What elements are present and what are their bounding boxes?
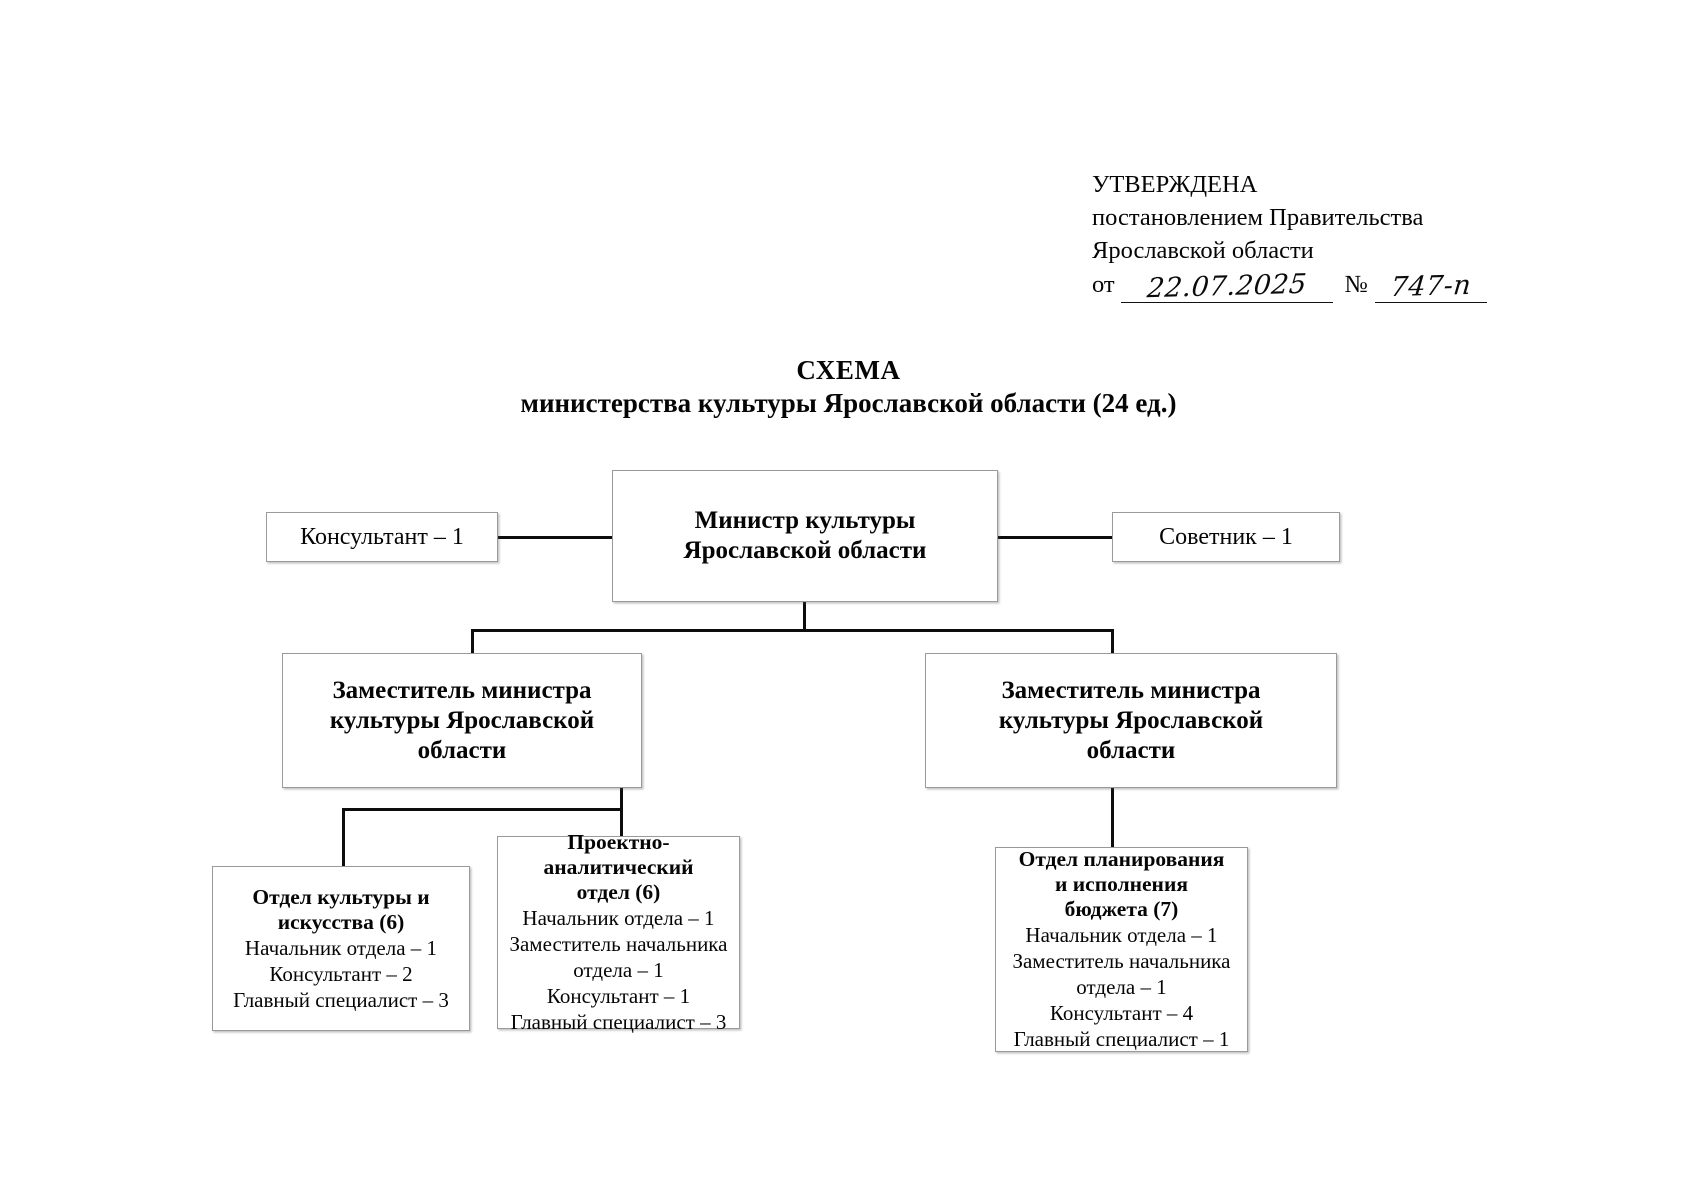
node-minister-line-2: Ярославской области: [683, 537, 927, 564]
node-dept-project-role-4: Главный специалист – 3: [510, 1010, 727, 1034]
number-handwritten-value: 747-п: [1389, 269, 1473, 304]
node-dept-budget-role-3: Консультант – 4: [1049, 1001, 1194, 1025]
node-dept-budget-line-3: бюджета (7): [1064, 897, 1179, 921]
node-deputy-2-line-1: Заместитель министра: [1001, 676, 1261, 704]
node-deputy-2-line-2: культуры Ярославской: [998, 706, 1264, 734]
edge-deputy-1-bus: [342, 808, 622, 811]
node-dept-culture-role-1: Начальник отдела – 1: [244, 935, 438, 960]
node-minister[interactable]: Министр культуры Ярославской области: [612, 470, 998, 602]
date-field[interactable]: 22.07.2025: [1120, 268, 1333, 305]
page-title: СХЕМА: [796, 355, 901, 385]
node-deputy-1-line-1: Заместитель министра: [332, 676, 592, 704]
edge-minister-bus: [471, 629, 1113, 632]
node-dept-project-line-3: отдел (6): [576, 880, 661, 904]
node-consultant[interactable]: Консультант – 1: [266, 512, 498, 562]
edge-to-deputy-2: [1111, 629, 1114, 655]
approval-date-row: от 22.07.2025 № 747-п: [1092, 268, 1522, 305]
node-department-budget[interactable]: Отдел планирования и исполнения бюджета …: [995, 847, 1248, 1052]
node-deputy-minister-1[interactable]: Заместитель министра культуры Ярославско…: [282, 653, 642, 788]
number-label: №: [1344, 271, 1369, 298]
node-dept-budget-line-1: Отдел планирования: [1018, 847, 1225, 871]
node-minister-line-1: Министр культуры: [694, 507, 916, 534]
node-deputy-minister-2[interactable]: Заместитель министра культуры Ярославско…: [925, 653, 1337, 788]
approval-line-1: УТВЕРЖДЕНА: [1092, 171, 1258, 198]
date-handwritten-value: 22.07.2025: [1145, 268, 1308, 305]
node-dept-culture-role-2: Консультант – 2: [269, 961, 413, 986]
node-dept-project-line-2: аналитический: [543, 855, 694, 879]
node-dept-culture-line-2: искусства (6): [277, 909, 405, 934]
node-advisor[interactable]: Советник – 1: [1112, 512, 1340, 562]
edge-to-dept-culture: [342, 808, 345, 868]
node-dept-project-line-1: Проектно-: [567, 830, 670, 854]
edge-consultant-minister: [498, 536, 612, 539]
edge-deputy-2-to-budget: [1111, 788, 1114, 849]
node-dept-project-role-3: Консультант – 1: [546, 984, 691, 1008]
node-dept-budget-line-2: и исполнения: [1055, 872, 1188, 896]
node-deputy-2-line-3: области: [1086, 736, 1176, 764]
approval-line-3: Ярославской области: [1092, 237, 1314, 264]
edge-deputy-1-stem: [620, 788, 623, 810]
node-dept-budget-role-2: Заместитель начальника отдела – 1: [1012, 949, 1231, 999]
page-subtitle: министерства культуры Ярославской област…: [520, 388, 1177, 418]
number-field[interactable]: 747-п: [1375, 269, 1488, 304]
node-deputy-1-line-3: области: [417, 736, 507, 764]
node-dept-culture-line-1: Отдел культуры и: [252, 884, 430, 909]
node-dept-budget-role-4: Главный специалист – 1: [1013, 1027, 1230, 1051]
approval-block: УТВЕРЖДЕНА постановлением Правительства …: [1092, 168, 1522, 305]
node-dept-culture-role-3: Главный специалист – 3: [233, 987, 449, 1012]
node-dept-budget-role-1: Начальник отдела – 1: [1025, 923, 1218, 947]
node-deputy-1-line-2: культуры Ярославской: [329, 706, 595, 734]
edge-to-dept-project: [620, 808, 623, 838]
node-consultant-label: Консультант – 1: [300, 524, 464, 550]
from-label: от: [1092, 271, 1115, 298]
approval-line-2: постановлением Правительства: [1092, 204, 1424, 231]
edge-minister-stem: [803, 602, 806, 631]
node-department-project-analytics[interactable]: Проектно- аналитический отдел (6) Началь…: [497, 830, 740, 1034]
edge-to-deputy-1: [471, 629, 474, 655]
node-dept-project-role-2: Заместитель начальника отдела – 1: [509, 932, 728, 982]
node-dept-project-role-1: Начальник отдела – 1: [522, 906, 715, 930]
node-advisor-label: Советник – 1: [1159, 524, 1293, 550]
edge-minister-advisor: [998, 536, 1112, 539]
node-department-culture[interactable]: Отдел культуры и искусства (6) Начальник…: [212, 866, 470, 1031]
